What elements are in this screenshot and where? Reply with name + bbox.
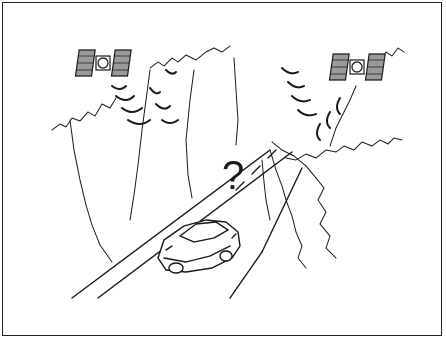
- question-mark: ?: [222, 156, 244, 196]
- road: [72, 150, 302, 298]
- satellite-icon: [76, 50, 132, 76]
- car-icon: [158, 220, 240, 273]
- signal-waves-left: [112, 70, 178, 124]
- road-right-edge-lower: [230, 252, 262, 298]
- satellite-icon: [330, 54, 386, 80]
